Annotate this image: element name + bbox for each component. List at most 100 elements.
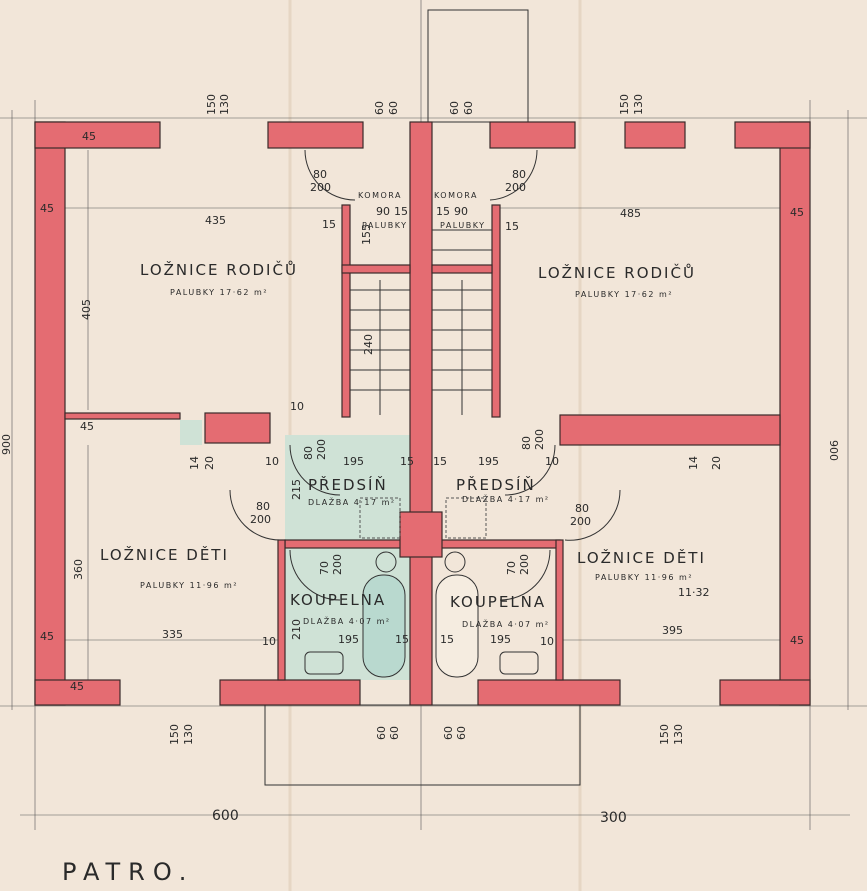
room-floor-hall-left: DLAŽBA 4·17 m²	[308, 496, 396, 507]
svg-text:130: 130	[218, 94, 231, 115]
svg-text:45: 45	[40, 630, 54, 643]
washbasin-right	[499, 651, 539, 675]
svg-text:80: 80	[520, 436, 533, 450]
svg-text:360: 360	[72, 559, 85, 580]
svg-text:200: 200	[315, 439, 328, 460]
svg-text:10: 10	[262, 635, 276, 648]
staircase	[350, 229, 492, 415]
svg-text:60: 60	[448, 101, 461, 115]
washbasin-left	[304, 651, 344, 675]
svg-text:210: 210	[290, 619, 303, 640]
room-name-bedroom-parents-left: LOŽNICE RODIČŮ	[140, 260, 298, 279]
svg-text:600: 600	[212, 808, 239, 824]
svg-text:60: 60	[388, 726, 401, 740]
shower-tray-left	[359, 497, 401, 539]
svg-text:200: 200	[250, 513, 271, 526]
room-floor-bedroom-parents-right: PALUBKY 17·62 m²	[575, 290, 673, 299]
room-floor-pantry-left: PALUBKY	[362, 221, 408, 230]
svg-text:200: 200	[533, 429, 546, 450]
svg-text:14: 14	[687, 456, 700, 470]
room-name-pantry-left: KOMORA	[358, 191, 402, 200]
svg-text:335: 335	[162, 628, 183, 641]
toilet-right	[444, 551, 466, 573]
bathtub-left	[362, 574, 406, 678]
svg-text:45: 45	[80, 420, 94, 433]
svg-text:20: 20	[203, 456, 216, 470]
hall-left-tiles	[285, 435, 410, 545]
svg-text:195: 195	[338, 633, 359, 646]
svg-text:435: 435	[205, 214, 226, 227]
svg-text:80: 80	[575, 502, 589, 515]
svg-text:20: 20	[710, 456, 723, 470]
drawing-title: PATRO.	[62, 858, 194, 886]
svg-text:150: 150	[658, 724, 671, 745]
svg-text:45: 45	[790, 206, 804, 219]
svg-text:10: 10	[265, 455, 279, 468]
svg-text:60: 60	[455, 726, 468, 740]
svg-text:240: 240	[362, 334, 375, 355]
svg-text:130: 130	[672, 724, 685, 745]
svg-text:405: 405	[80, 299, 93, 320]
svg-text:10: 10	[540, 635, 554, 648]
svg-text:200: 200	[505, 181, 526, 194]
svg-text:130: 130	[632, 94, 645, 115]
svg-text:45: 45	[40, 202, 54, 215]
svg-text:70: 70	[318, 561, 331, 575]
svg-text:45: 45	[82, 130, 96, 143]
room-floor-children-left: PALUBKY 11·96 m²	[140, 581, 238, 590]
svg-text:14: 14	[188, 456, 201, 470]
svg-text:15: 15	[322, 218, 336, 231]
svg-text:60: 60	[373, 101, 386, 115]
svg-text:195: 195	[490, 633, 511, 646]
room-name-pantry-right: KOMORA	[434, 191, 478, 200]
svg-text:215: 215	[290, 479, 303, 500]
bathtub-right	[435, 574, 479, 678]
svg-text:150: 150	[618, 94, 631, 115]
svg-text:150: 150	[168, 724, 181, 745]
svg-text:195: 195	[343, 455, 364, 468]
svg-text:15: 15	[505, 220, 519, 233]
svg-text:15: 15	[394, 205, 408, 218]
svg-text:485: 485	[620, 207, 641, 220]
area-correction: 11·32	[678, 586, 710, 599]
svg-text:80: 80	[512, 168, 526, 181]
svg-text:80: 80	[256, 500, 270, 513]
room-floor-bedroom-parents-left: PALUBKY 17·62 m²	[170, 288, 268, 297]
room-floor-hall-right: DLAŽBA 4·17 m²	[462, 493, 550, 504]
toilet-left	[375, 551, 397, 573]
svg-text:200: 200	[570, 515, 591, 528]
svg-text:90: 90	[454, 205, 468, 218]
svg-text:10: 10	[545, 455, 559, 468]
room-name-bathroom-left: KOUPELNA	[290, 591, 386, 609]
room-name-children-right: LOŽNICE DĚTI	[577, 548, 706, 567]
room-name-hall-right: PŘEDSÍŇ	[456, 475, 536, 494]
svg-text:15: 15	[436, 205, 450, 218]
svg-text:90: 90	[376, 205, 390, 218]
svg-text:200: 200	[310, 181, 331, 194]
svg-text:10: 10	[290, 400, 304, 413]
svg-text:80: 80	[313, 168, 327, 181]
svg-text:150: 150	[205, 94, 218, 115]
shower-tray-right	[445, 497, 487, 539]
room-floor-children-right: PALUBKY 11·96 m²	[595, 573, 693, 582]
svg-text:60: 60	[442, 726, 455, 740]
room-floor-pantry-right: PALUBKY	[440, 221, 486, 230]
svg-text:15: 15	[433, 455, 447, 468]
svg-text:195: 195	[478, 455, 499, 468]
room-name-bedroom-parents-right: LOŽNICE RODIČŮ	[538, 263, 696, 282]
room-name-children-left: LOŽNICE DĚTI	[100, 545, 229, 564]
room-name-hall-left: PŘEDSÍŇ	[308, 475, 388, 494]
svg-text:60: 60	[462, 101, 475, 115]
svg-text:200: 200	[331, 554, 344, 575]
dimension-labels: 435 485 405 900 900 150 130 150 130 60 6…	[0, 94, 840, 826]
walls	[34, 121, 811, 706]
svg-text:200: 200	[518, 554, 531, 575]
room-floor-bathroom-left: DLAŽBA 4·07 m²	[303, 615, 391, 626]
svg-text:130: 130	[182, 724, 195, 745]
svg-text:15: 15	[395, 633, 409, 646]
svg-text:900: 900	[827, 440, 840, 461]
svg-text:900: 900	[0, 434, 13, 455]
svg-text:300: 300	[600, 810, 627, 826]
svg-text:15: 15	[400, 455, 414, 468]
